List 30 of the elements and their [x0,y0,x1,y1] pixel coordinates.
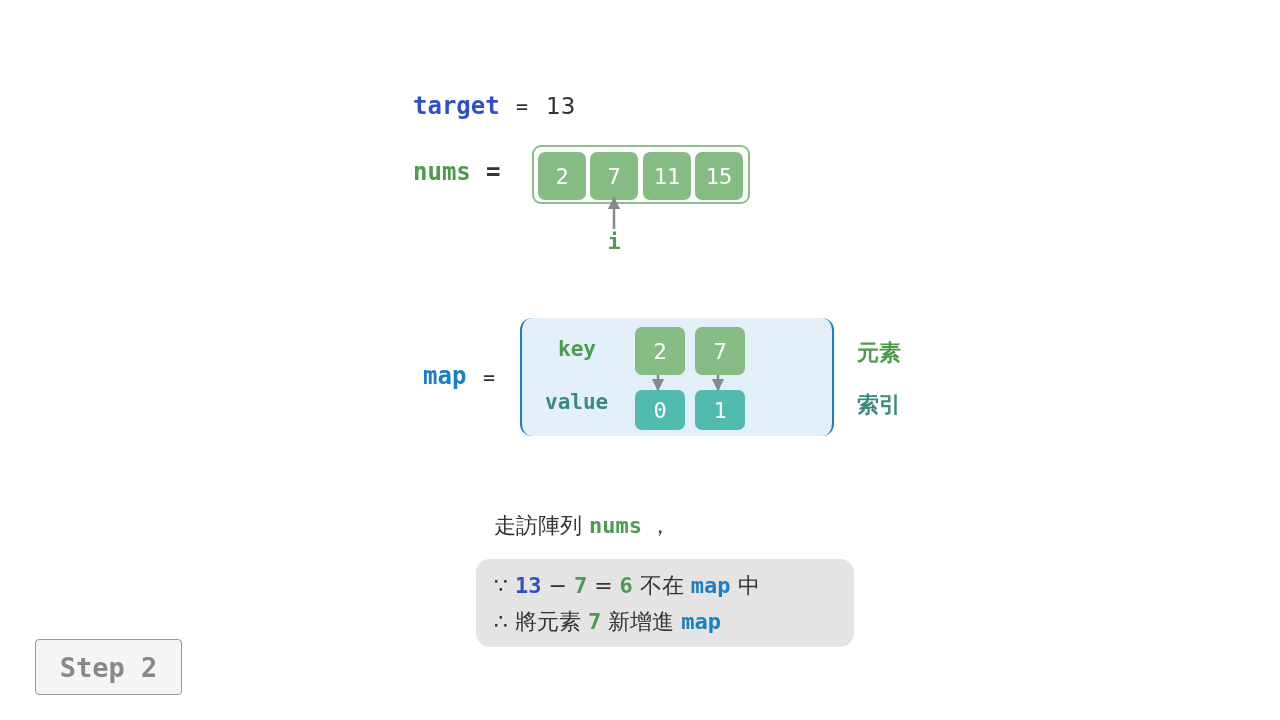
step-box: Step 2 [35,639,182,695]
value-cell: 7 [695,327,745,375]
value-cell: 2 [538,152,586,200]
equals-sign: = [516,94,529,118]
number: 13 [546,93,576,119]
value-cell: 11 [643,152,691,200]
map-box [520,318,834,436]
array-box [532,145,750,204]
equals-sign: = [486,158,501,186]
variable-name: map [423,362,467,390]
arrow [711,375,725,392]
note-box [476,559,854,647]
value-cell: 0 [635,390,685,430]
value-cell: 1 [695,390,745,430]
description-text: 走訪陣列 nums ， [494,512,671,540]
note-text: ∴ 將元素 7 新增進 map [494,608,722,636]
row-caption: 索引 [857,391,901,419]
variable-name: nums [413,158,471,186]
value-cell: 7 [590,152,638,200]
note-text: ∵ 13 − 7 = 6 不在 map 中 [494,572,761,600]
arrow [607,196,621,229]
pointer-label: i [604,229,624,259]
value-cell: 15 [695,152,743,200]
arrow [651,375,665,392]
row-caption: 元素 [857,339,901,367]
row-label: key [558,337,596,361]
equals-sign: = [483,365,496,389]
variable-name: target [413,92,500,120]
row-label: value [545,390,609,414]
value-cell: 2 [635,327,685,375]
